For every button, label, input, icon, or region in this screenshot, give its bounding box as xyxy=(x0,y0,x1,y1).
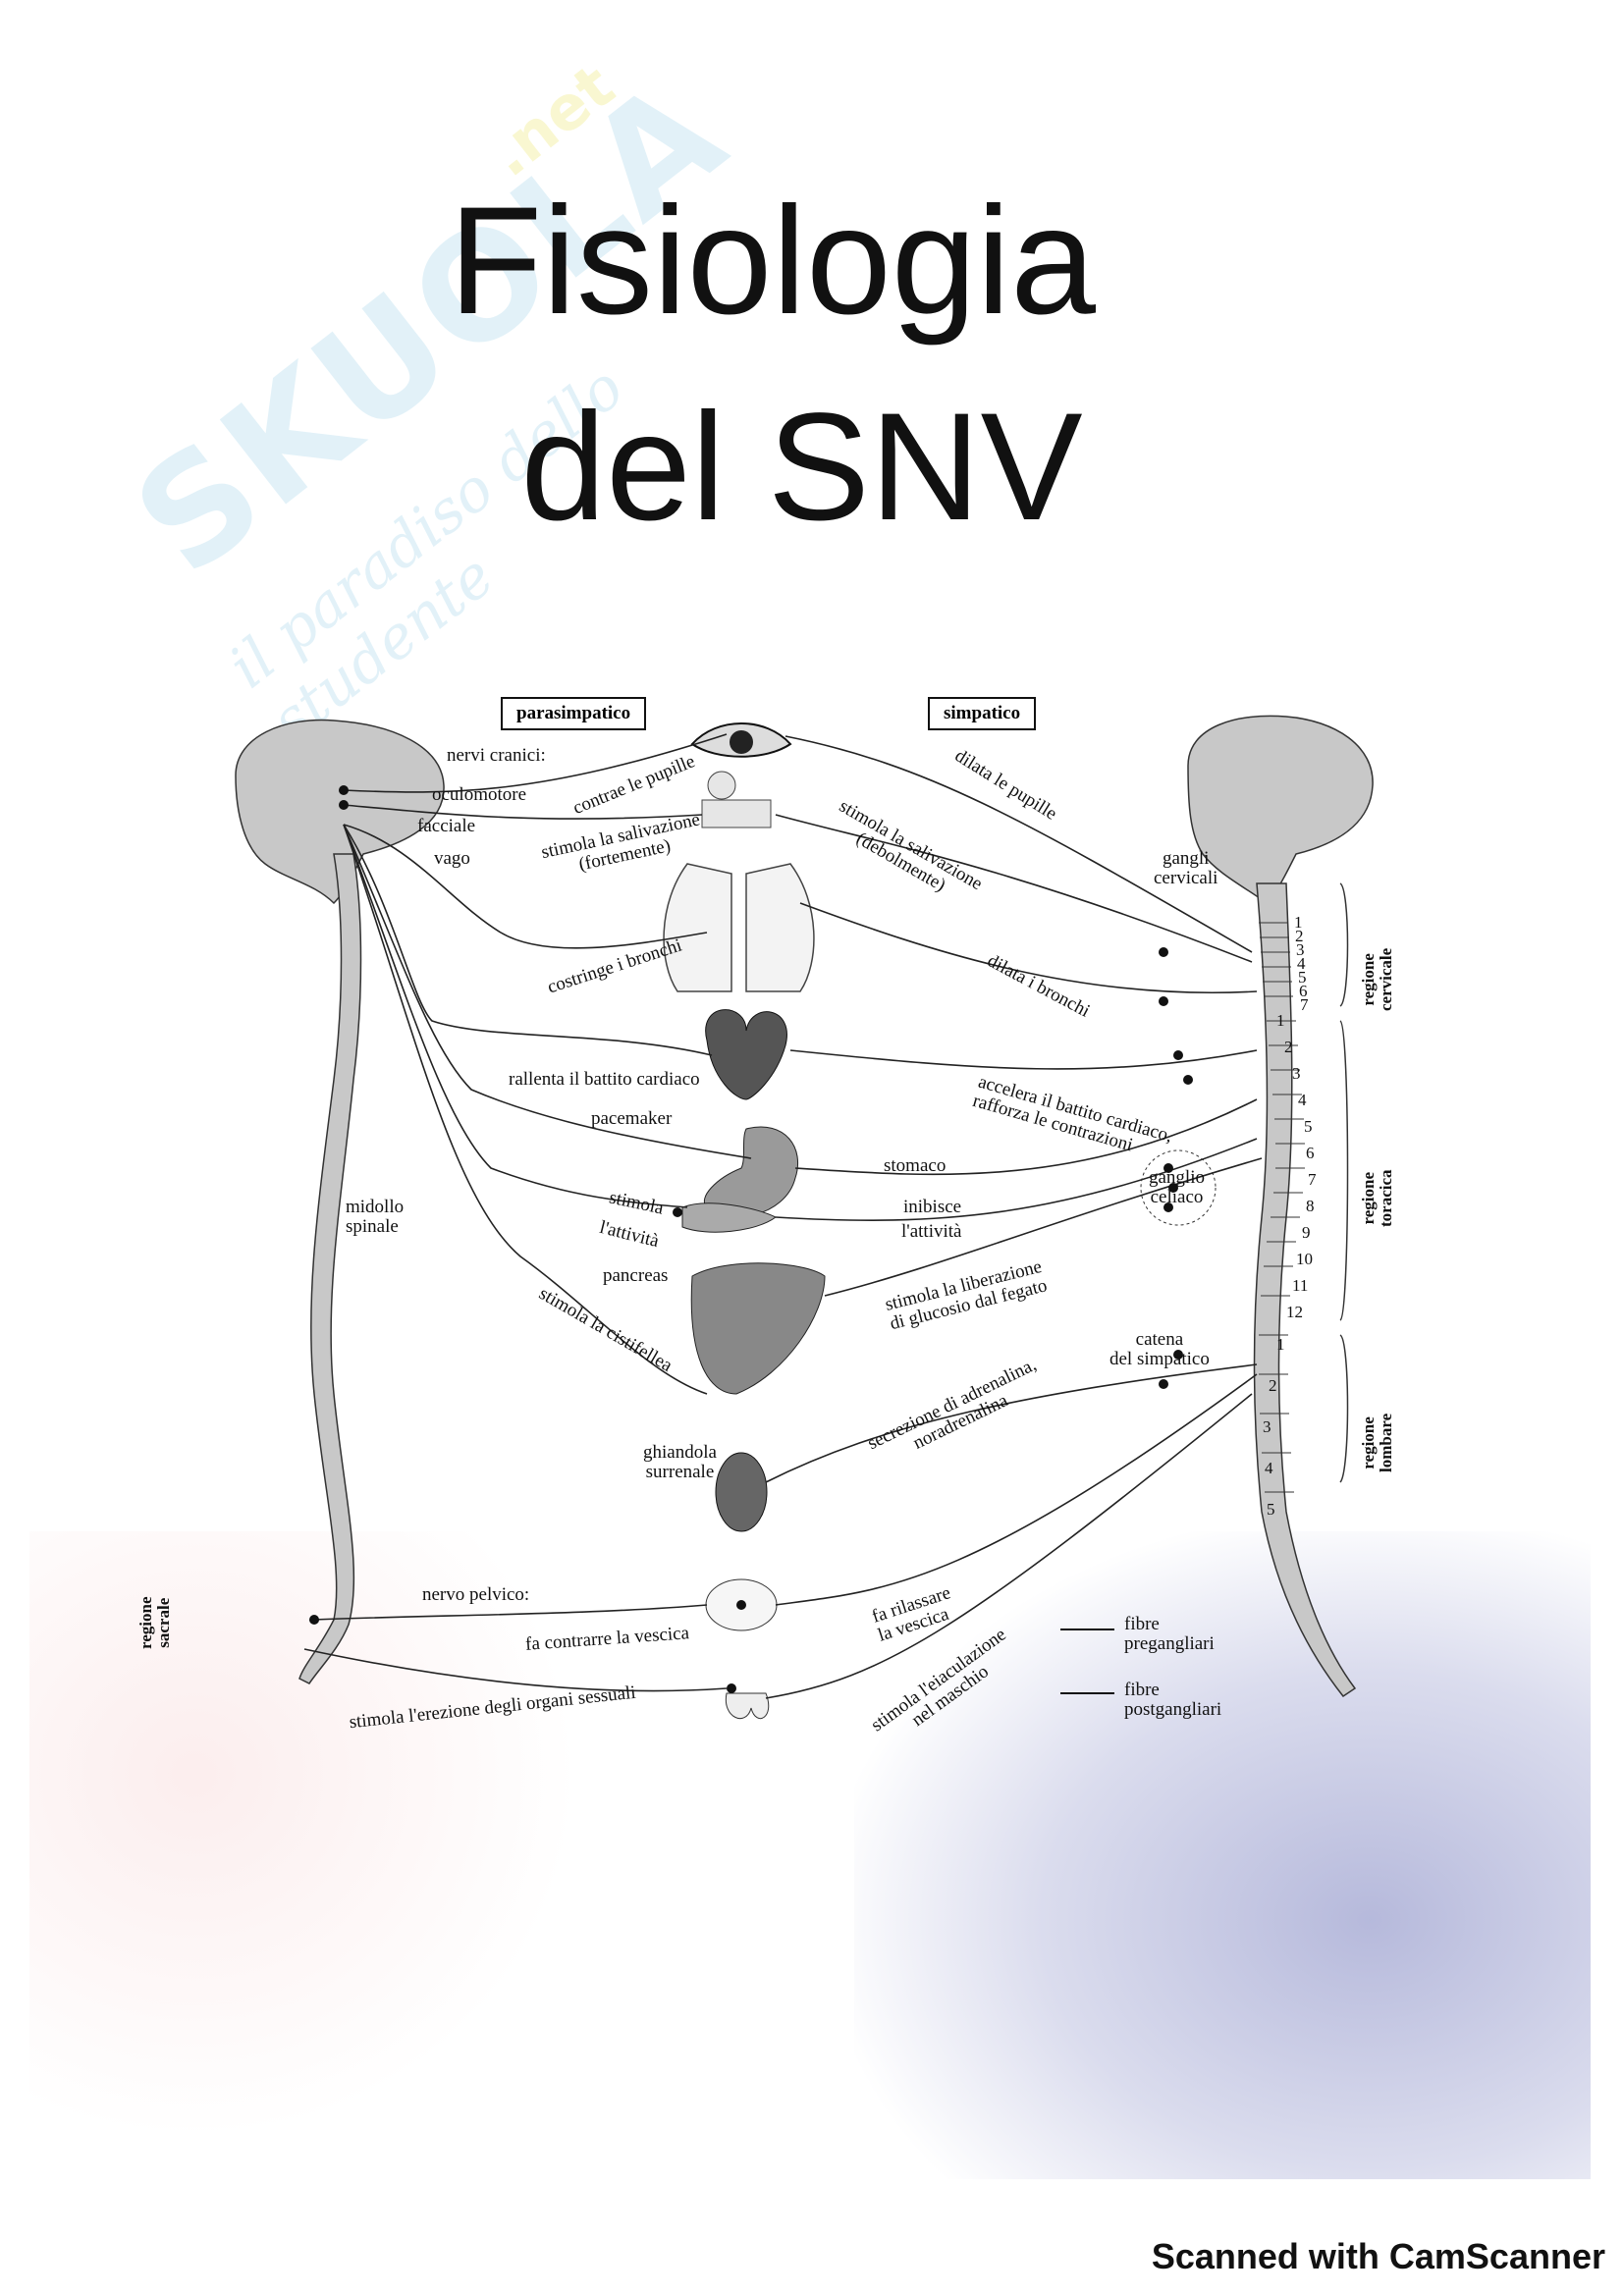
thor-vertebra-number: 4 xyxy=(1298,1091,1307,1110)
watermark-domain: .net xyxy=(475,50,627,190)
label-catena-2: del simpatico xyxy=(1109,1349,1210,1369)
thor-vertebra-number: 2 xyxy=(1284,1038,1293,1057)
label-attivita-right: l'attività xyxy=(901,1222,961,1242)
label-regione-lombare-2: lombare xyxy=(1377,1414,1395,1472)
legend-fibre-pregangliari: fibre pregangliari xyxy=(1124,1615,1215,1654)
label-regione-cervicale-1: regione xyxy=(1359,953,1378,1006)
label-midollo-1: midollo xyxy=(346,1197,404,1217)
label-regione-toracica: regione toracica xyxy=(1360,1169,1395,1227)
label-nervo-pelvico: nervo pelvico: xyxy=(422,1585,529,1605)
label-regione-lombare: regione lombare xyxy=(1360,1414,1395,1472)
organ-salivary-glands xyxy=(702,772,771,828)
label-gangli-cervicali-2: cervicali xyxy=(1154,868,1217,888)
scanner-footer: Scanned with CamScanner xyxy=(1152,2236,1605,2277)
legend-fibre-postgangliari: fibre postgangliari xyxy=(1124,1681,1221,1720)
label-facciale: facciale xyxy=(417,817,475,836)
simpatico-box: simpatico xyxy=(928,697,1036,730)
label-regione-sacrale-2: sacrale xyxy=(154,1598,173,1648)
label-rallenta-battito: rallenta il battito cardiaco xyxy=(509,1070,700,1090)
label-gangli-cervicali: gangli cervicali xyxy=(1154,849,1217,888)
label-ghiandola-surrenale: ghiandola surrenale xyxy=(643,1443,717,1482)
organ-liver xyxy=(691,1263,825,1394)
label-regione-cervicale: regione cervicale xyxy=(1360,948,1395,1011)
legend-post-1: fibre xyxy=(1124,1680,1160,1700)
label-oculomotore: oculomotore xyxy=(432,785,526,805)
label-regione-sacrale: regione sacrale xyxy=(137,1596,173,1649)
label-regione-toracica-1: regione xyxy=(1359,1172,1378,1225)
label-pancreas: pancreas xyxy=(603,1266,668,1286)
thor-vertebra-number: 1 xyxy=(1276,1011,1285,1031)
label-ganglio-celiaco-1: ganglio xyxy=(1149,1167,1205,1188)
thor-vertebra-number: 10 xyxy=(1296,1250,1313,1269)
label-ghiandola-1: ghiandola xyxy=(643,1442,717,1463)
organ-heart xyxy=(706,1010,787,1099)
organ-genitals xyxy=(726,1693,768,1719)
thor-vertebra-number: 12 xyxy=(1286,1303,1303,1322)
label-ganglio-celiaco-2: celiaco xyxy=(1151,1187,1204,1207)
label-catena-1: catena xyxy=(1136,1329,1184,1350)
label-regione-lombare-1: regione xyxy=(1359,1416,1378,1469)
label-pacemaker: pacemaker xyxy=(591,1109,672,1129)
thor-vertebra-number: 8 xyxy=(1306,1197,1315,1216)
label-gangli-cervicali-1: gangli xyxy=(1163,848,1210,869)
label-inibisce: inibisce xyxy=(903,1198,961,1217)
thor-vertebra-number: 3 xyxy=(1292,1064,1301,1084)
label-regione-toracica-2: toracica xyxy=(1377,1169,1395,1227)
thor-vertebra-number: 11 xyxy=(1292,1276,1308,1296)
legend-pre-2: pregangliari xyxy=(1124,1633,1215,1654)
label-midollo-spinale: midollo spinale xyxy=(346,1198,404,1237)
lumb-vertebra-number: 3 xyxy=(1263,1417,1271,1437)
label-stomaco: stomaco xyxy=(884,1156,946,1176)
lumb-vertebra-number: 4 xyxy=(1265,1459,1273,1478)
lumb-vertebra-number: 5 xyxy=(1267,1500,1275,1520)
thor-vertebra-number: 9 xyxy=(1302,1223,1311,1243)
label-regione-cervicale-2: cervicale xyxy=(1377,948,1395,1011)
left-spinal-cord xyxy=(299,854,361,1683)
cerv-vertebra-number: 7 xyxy=(1300,995,1309,1015)
label-regione-sacrale-1: regione xyxy=(136,1596,155,1649)
thor-vertebra-number: 5 xyxy=(1304,1117,1313,1137)
thor-vertebra-number: 7 xyxy=(1308,1170,1317,1190)
label-ganglio-celiaco: ganglio celiaco xyxy=(1149,1168,1205,1207)
legend-pre-1: fibre xyxy=(1124,1614,1160,1634)
thor-vertebra-number: 6 xyxy=(1306,1144,1315,1163)
lumb-vertebra-number: 2 xyxy=(1269,1376,1277,1396)
label-nervi-cranici: nervi cranici: xyxy=(447,746,546,766)
snv-diagram: parasimpatico simpatico nervi cranici: o… xyxy=(196,707,1424,1747)
legend-post-2: postgangliari xyxy=(1124,1699,1221,1720)
label-catena-simpatico: catena del simpatico xyxy=(1109,1330,1210,1369)
label-midollo-2: spinale xyxy=(346,1216,399,1237)
lumb-vertebra-number: 1 xyxy=(1276,1335,1285,1355)
page-title-line-2: del SNV xyxy=(0,391,1623,544)
organ-lungs xyxy=(664,864,814,991)
page-title-line-1: Fisiologia xyxy=(0,185,1623,338)
label-ghiandola-2: surrenale xyxy=(646,1462,715,1482)
parasimpatico-box: parasimpatico xyxy=(501,697,646,730)
label-vago: vago xyxy=(434,849,470,869)
organ-adrenal xyxy=(716,1453,767,1531)
